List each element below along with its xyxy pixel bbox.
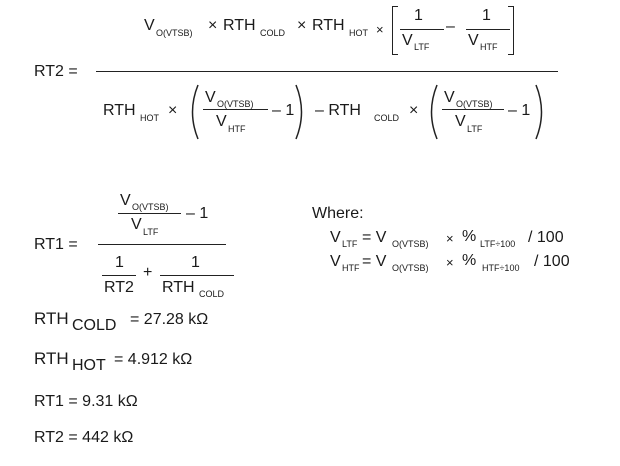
den-ltf-sub: LTF: [467, 124, 483, 134]
num-frac-line-a: [400, 29, 444, 31]
num-cold-sub: COLD: [260, 28, 286, 38]
rt1-label: RT1 =: [34, 236, 78, 253]
value-rthcold-rth: RTH: [34, 309, 69, 328]
rt1-den-plus: +: [143, 264, 153, 281]
den-right-paren-a: [295, 84, 303, 140]
value-rt1: RT1 = 9.31 kΩ: [34, 393, 138, 410]
rt1-main-fraction-line: [98, 244, 226, 246]
where-l2-times: ×: [446, 255, 454, 270]
num-vo-sub: O(VTSB): [156, 28, 193, 38]
den-vo-a: V: [205, 89, 216, 106]
value-rthcold-sub: COLD: [72, 317, 117, 334]
num-v-htf: V: [468, 32, 479, 49]
num-hot-sub: HOT: [349, 28, 368, 38]
rt1-den-rth: RTH: [162, 279, 195, 296]
rt1-den-rt2: RT2: [104, 279, 134, 296]
den-vo-b: V: [444, 89, 455, 106]
where-l1-vo-sub: O(VTSB): [392, 239, 429, 249]
den-minus-one-a: – 1: [272, 102, 295, 119]
num-v-ltf: V: [402, 32, 413, 49]
den-left-paren-a: [191, 84, 199, 140]
den-cold-sub: COLD: [374, 113, 400, 123]
value-rt2: RT2 = 442 kΩ: [34, 429, 134, 446]
rt2-main-fraction-line: [96, 71, 558, 73]
where-l2-htf: HTF: [342, 263, 360, 273]
rt1-num-ltf-sub: LTF: [143, 227, 159, 237]
value-rthhot-rth: RTH: [34, 349, 69, 368]
where-l2-eq: = V: [362, 253, 387, 270]
den-minus-rth-cold: – RTH: [315, 102, 361, 119]
where-l1-v: V: [330, 229, 341, 246]
where-l2-vo-sub: O(VTSB): [392, 263, 429, 273]
num-bracket-right: [508, 6, 514, 55]
num-minus: –: [446, 18, 455, 35]
where-l1-times: ×: [446, 231, 454, 246]
where-l2-div: / 100: [534, 253, 570, 270]
num-htf-sub: HTF: [480, 42, 498, 52]
where-title: Where:: [312, 205, 364, 222]
where-l2-pct: %: [462, 252, 477, 269]
rt1-num-frac-line: [118, 213, 181, 215]
num-vo: V: [144, 17, 155, 34]
den-frac-line-a: [203, 109, 268, 111]
value-rthhot-sub: HOT: [72, 357, 106, 374]
den-times-a: ×: [168, 102, 178, 119]
where-l1-ltf100: LTF÷100: [480, 239, 516, 249]
num-one-b: 1: [482, 7, 491, 24]
num-rth-hot: RTH: [312, 17, 345, 34]
rt1-num-minus-one: – 1: [186, 205, 209, 222]
den-left-paren-b: [430, 84, 438, 140]
den-v-ltf: V: [455, 113, 466, 130]
den-hot-sub: HOT: [140, 113, 159, 123]
num-frac-line-b: [466, 29, 510, 31]
num-one-a: 1: [414, 7, 423, 24]
den-vo-b-sub: O(VTSB): [456, 99, 493, 109]
rt1-den-frac-line-b: [160, 275, 234, 277]
value-rthcold: = 27.28 kΩ: [130, 311, 209, 328]
rt1-den-one-a: 1: [115, 254, 124, 271]
den-htf-sub: HTF: [228, 124, 246, 134]
den-times-b: ×: [409, 102, 419, 119]
den-frac-line-b: [442, 109, 504, 111]
num-ltf-sub: LTF: [414, 42, 430, 52]
where-l1-ltf: LTF: [342, 239, 358, 249]
rt1-num-vo: V: [120, 192, 131, 209]
where-l1-eq: = V: [362, 229, 387, 246]
where-l2-v: V: [330, 253, 341, 270]
den-rth-hot: RTH: [103, 102, 136, 119]
num-times-3: ×: [376, 22, 384, 37]
den-v-htf: V: [216, 113, 227, 130]
num-bracket-left: [392, 6, 398, 55]
value-rthhot: = 4.912 kΩ: [114, 351, 193, 368]
where-l1-pct: %: [462, 228, 477, 245]
num-rth-cold: RTH: [223, 17, 256, 34]
rt1-den-frac-line-a: [102, 275, 136, 277]
num-times-1: ×: [208, 17, 218, 34]
where-l2-htf100: HTF÷100: [482, 263, 520, 273]
den-minus-one-b: – 1: [508, 102, 531, 119]
rt1-num-v-ltf: V: [131, 216, 142, 233]
rt1-den-one-b: 1: [191, 254, 200, 271]
rt2-label: RT2 =: [34, 63, 78, 80]
where-l1-div: / 100: [528, 229, 564, 246]
rt1-num-vo-sub: O(VTSB): [132, 202, 169, 212]
den-vo-a-sub: O(VTSB): [217, 99, 254, 109]
den-right-paren-b: [535, 84, 543, 140]
rt1-den-cold-sub: COLD: [199, 289, 225, 299]
num-times-2: ×: [297, 17, 307, 34]
